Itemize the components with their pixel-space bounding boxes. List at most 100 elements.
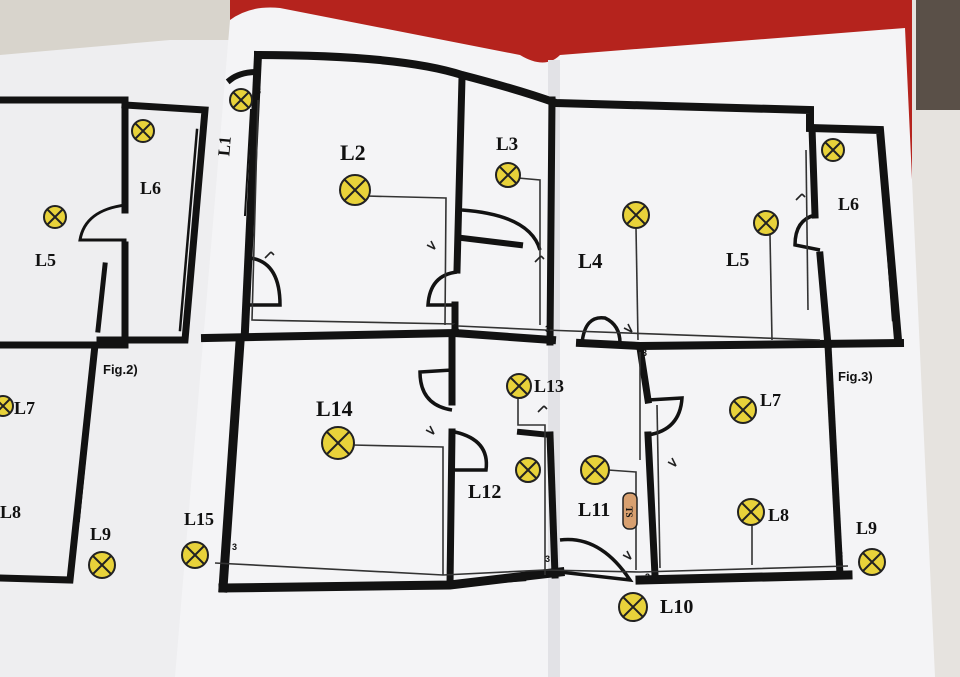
wall-l3-inner [458, 234, 524, 249]
left-page [0, 40, 230, 677]
lamp-label-l10: L10 [660, 596, 693, 618]
lamp-icon-p1-l6 [131, 119, 155, 143]
junction-mark: 3 [448, 557, 453, 567]
junction-mark: 3 [545, 324, 550, 334]
ts-box [622, 492, 638, 530]
fig2-window [178, 128, 199, 332]
wire-l13 [517, 398, 546, 575]
lamp-label-l14: L14 [316, 396, 353, 421]
lamp-label-l2: L2 [340, 140, 366, 165]
fig2-lamps [0, 119, 155, 579]
lamp-label-l4: L4 [578, 249, 603, 273]
lamp-icon-p1-l9 [88, 551, 116, 579]
wire-l3 [517, 177, 541, 325]
wire-l5 [769, 234, 773, 341]
lamp-icon-l14 [321, 426, 355, 460]
junction-mark: 3 [256, 86, 261, 96]
lamp-icon-l7 [729, 396, 757, 424]
wire-middle [457, 325, 821, 341]
fig2-caption: Fig.2) [103, 362, 138, 377]
wall-l14-l12 [446, 331, 456, 589]
wire-bottom [214, 562, 849, 576]
lamp-icon-l3 [495, 162, 521, 188]
lamp-label-l5: L5 [726, 249, 749, 271]
wall-l2-l3 [451, 74, 466, 337]
door-l6 [793, 213, 821, 252]
ts-label: TS [624, 506, 634, 517]
junction-mark: 3 [642, 348, 647, 358]
lamp-label-p1-l8: L8 [0, 502, 21, 522]
junction-mark: 3 [545, 554, 550, 564]
switch-icon-l3 [534, 255, 545, 263]
junction-mark: 3 [232, 542, 237, 552]
door-l14 [418, 368, 453, 412]
junction-mark: 3 [452, 320, 457, 330]
lamp-icon-l8 [737, 498, 765, 526]
lamp-label-l11: L11 [578, 499, 610, 521]
switch-icon-l4 [623, 323, 633, 333]
lamp-icon-l4 [622, 201, 650, 229]
door-l1 [248, 256, 282, 307]
window-l6 [878, 143, 895, 322]
lamp-label-p1-l9: L9 [90, 524, 111, 544]
fig2-window-inner [95, 262, 108, 333]
wall-l12-l11 [546, 431, 559, 579]
wire-l6 [805, 149, 809, 311]
switch-icon-l6 [795, 193, 806, 201]
lamp-label-l9: L9 [856, 518, 877, 538]
switch-icon-l10 [622, 550, 632, 560]
lamp-icon-l11 [580, 455, 610, 485]
fig2-plan [0, 96, 209, 584]
junction-mark: 3 [645, 572, 650, 582]
wall-l3-l4 [546, 96, 556, 346]
wire-l11 [607, 469, 637, 570]
wiring [214, 99, 849, 576]
fig3-caption: Fig.3) [838, 369, 873, 384]
wall-left-upper [240, 50, 263, 335]
window-bottom [468, 578, 527, 586]
doors [248, 208, 821, 583]
wall-l5-l6 [808, 124, 832, 349]
wire-l4 [635, 227, 639, 341]
lamp-label-l12: L12 [468, 481, 501, 503]
lamp-label-p1-l7: L7 [14, 398, 35, 418]
fig2-room-l6-walls [96, 101, 209, 344]
switch-icon-l7 [667, 457, 677, 467]
door-l3 [461, 208, 542, 251]
lamp-icon-l10 [618, 592, 648, 622]
junction-mark: 3 [838, 550, 843, 560]
lamp-icon-l12 [515, 457, 541, 483]
lamp-label-l13: L13 [534, 376, 564, 396]
lamp-label-l8: L8 [768, 505, 789, 525]
lamp-icon-p1-l5 [43, 205, 67, 229]
switch-icon-l14 [425, 425, 435, 435]
wall-left-stub [225, 68, 262, 85]
lamp-icon-l2 [339, 174, 371, 206]
window-l7 [830, 388, 839, 502]
lamp-label-l6: L6 [838, 194, 859, 214]
wire-l14 [351, 444, 444, 575]
lamp-label-l15: L15 [184, 509, 214, 529]
lamp-label-l1: L1 [214, 135, 235, 156]
lamp-label-l7: L7 [760, 390, 781, 410]
fig2-lower-window [75, 377, 95, 523]
fig2-door [78, 203, 127, 242]
window-left-lower [224, 428, 234, 532]
wall-left-lower [218, 337, 245, 593]
floor-right [916, 0, 960, 110]
lamp-label-p1-l5: L5 [35, 250, 56, 270]
door-l2 [426, 270, 458, 307]
fig3-lamps [181, 88, 886, 622]
door-l12 [454, 430, 489, 472]
switch-icon-l1 [264, 251, 275, 259]
lamp-icon-l13 [506, 373, 532, 399]
lamp-label-l3: L3 [496, 134, 518, 155]
lamp-icon-p1-l7 [0, 395, 14, 417]
wire-l7 [656, 404, 661, 569]
switch-icon-l13 [537, 405, 548, 413]
wire-left [251, 99, 456, 325]
lamp-icon-l6 [821, 138, 845, 162]
wire-l2 [365, 195, 447, 326]
door-entrance [559, 537, 634, 583]
